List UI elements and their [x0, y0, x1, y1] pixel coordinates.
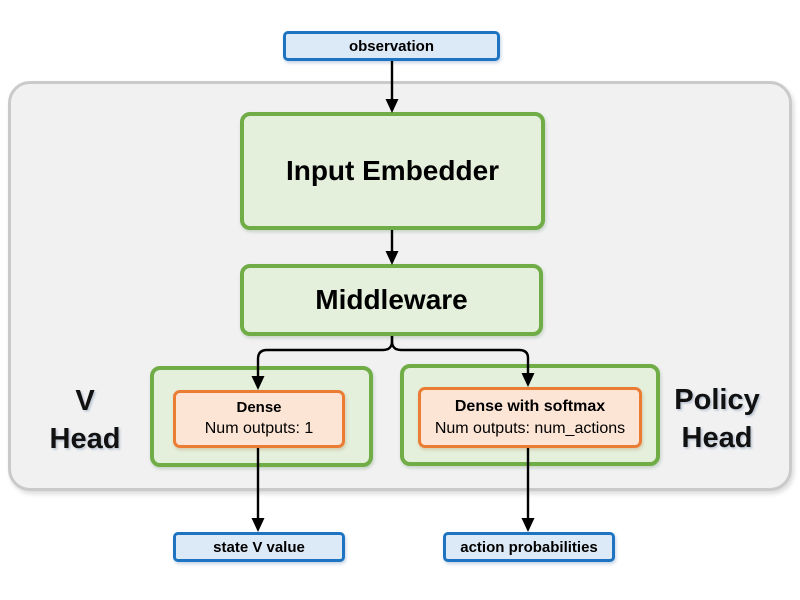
node-policy-dense-title: Dense with softmax: [454, 397, 606, 415]
node-middleware: Middleware: [240, 264, 543, 336]
v-head-label-line2: Head: [49, 423, 121, 455]
node-state-v-value: state V value: [173, 532, 345, 562]
node-policy-dense: Dense with softmax Num outputs: num_acti…: [418, 387, 642, 448]
node-state-v-value-label: state V value: [213, 538, 305, 556]
policy-head-label-line2: Head: [681, 422, 753, 454]
node-middleware-label: Middleware: [315, 284, 468, 315]
v-head-label-line1: V: [75, 385, 95, 417]
node-input-embedder: Input Embedder: [240, 112, 545, 230]
node-observation-label: observation: [348, 37, 435, 55]
node-input-embedder-label: Input Embedder: [285, 155, 500, 186]
node-action-probabilities: action probabilities: [443, 532, 615, 562]
node-v-dense-title: Dense: [236, 399, 282, 417]
arrowhead-v-dense-to-output: [251, 518, 265, 532]
policy-head-label-line1: Policy: [674, 384, 760, 416]
node-policy-dense-subtitle: Num outputs: num_actions: [434, 419, 626, 437]
policy-head-label: Policy Head: [652, 381, 782, 457]
node-observation: observation: [283, 31, 500, 61]
node-action-probabilities-label: action probabilities: [460, 538, 598, 556]
v-head-label: V Head: [20, 382, 150, 458]
arrowhead-policy-dense-to-output: [521, 518, 535, 532]
node-v-dense-subtitle: Num outputs: 1: [204, 420, 314, 438]
node-v-dense: Dense Num outputs: 1: [173, 390, 345, 448]
